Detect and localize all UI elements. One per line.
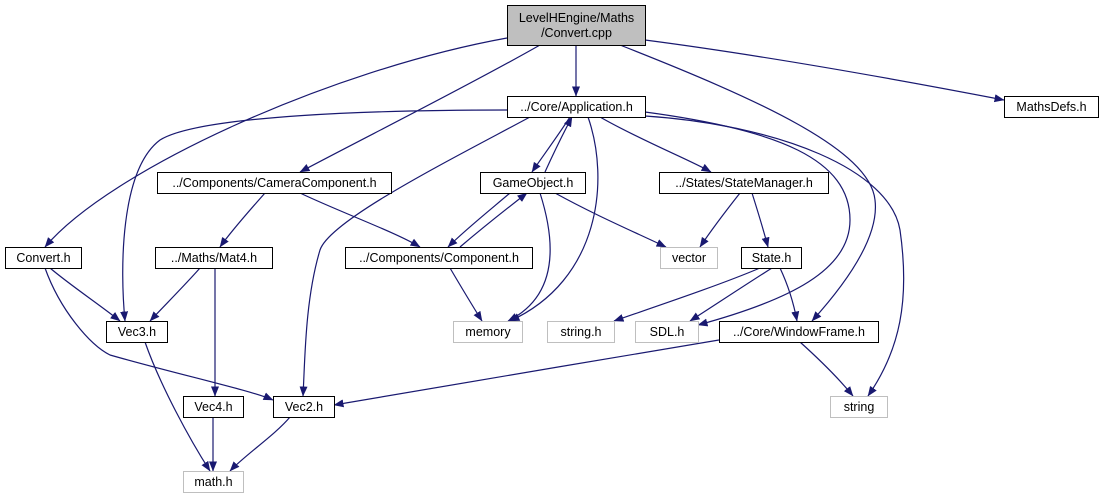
node-label: ../Core/Application.h bbox=[520, 100, 633, 114]
node-label: Convert.h bbox=[16, 251, 70, 265]
node-box bbox=[480, 172, 586, 194]
node-label: ../Maths/Mat4.h bbox=[171, 251, 257, 265]
edge-application-to-memory bbox=[509, 116, 599, 322]
node-label: ../States/StateManager.h bbox=[675, 176, 813, 190]
node-label: ../Components/CameraComponent.h bbox=[172, 176, 376, 190]
node-box bbox=[1004, 96, 1099, 118]
node-application[interactable]: ../Core/Application.h bbox=[507, 96, 646, 118]
edge-component-to-memory bbox=[449, 267, 483, 322]
node-sdl: SDL.h bbox=[635, 321, 699, 343]
node-box bbox=[719, 321, 879, 343]
edge-root-to-cameracomponent bbox=[299, 44, 541, 173]
node-box bbox=[659, 172, 829, 194]
edge-root-to-mathsdefs bbox=[644, 39, 1005, 103]
node-label: Vec4.h bbox=[194, 400, 232, 414]
edge-gameobject-to-component bbox=[447, 192, 511, 248]
node-label: SDL.h bbox=[650, 325, 685, 339]
node-box bbox=[453, 321, 523, 343]
node-box bbox=[345, 247, 533, 269]
edge-windowframe-to-vec2 bbox=[333, 339, 720, 408]
node-label: Vec3.h bbox=[118, 325, 156, 339]
edge-root-to-windowframe bbox=[619, 44, 876, 322]
edge-component-to-gameobject bbox=[459, 192, 528, 248]
node-label: State.h bbox=[752, 251, 792, 265]
node-box bbox=[5, 247, 82, 269]
node-label: Vec2.h bbox=[285, 400, 323, 414]
edge-application-to-vec3 bbox=[120, 109, 508, 322]
node-box bbox=[635, 321, 699, 343]
node-box bbox=[106, 321, 168, 343]
node-label: LevelHEngine/Maths bbox=[519, 11, 634, 25]
node-state[interactable]: State.h bbox=[741, 247, 802, 269]
node-label: ../Components/Component.h bbox=[359, 251, 519, 265]
edge-gameobject-to-vector bbox=[554, 192, 667, 248]
node-label: /Convert.cpp bbox=[541, 26, 612, 40]
node-vec2[interactable]: Vec2.h bbox=[273, 396, 335, 418]
edge-converth-to-vec3 bbox=[49, 267, 121, 322]
edge-application-to-sdl bbox=[644, 111, 851, 327]
node-mat4[interactable]: ../Maths/Mat4.h bbox=[155, 247, 273, 269]
node-windowframe[interactable]: ../Core/WindowFrame.h bbox=[719, 321, 879, 343]
node-label: math.h bbox=[194, 475, 232, 489]
node-box bbox=[547, 321, 615, 343]
edge-root-to-converth bbox=[44, 37, 508, 248]
edge-state-to-sdl bbox=[689, 267, 773, 322]
edge-gameobject-to-memory bbox=[507, 192, 551, 322]
edge-cameracomponent-to-mat4 bbox=[219, 192, 266, 248]
node-box bbox=[157, 172, 392, 194]
node-box bbox=[183, 396, 244, 418]
node-box bbox=[507, 96, 646, 118]
node-label: MathsDefs.h bbox=[1016, 100, 1086, 114]
node-box bbox=[741, 247, 802, 269]
nodes-layer: LevelHEngine/Maths/Convert.cpp ../Core/Ap… bbox=[5, 5, 1099, 493]
edge-statemanager-to-state bbox=[751, 192, 770, 248]
edge-vec2-to-mathh bbox=[229, 416, 291, 472]
node-root[interactable]: LevelHEngine/Maths/Convert.cpp bbox=[507, 5, 646, 46]
node-label: GameObject.h bbox=[493, 176, 574, 190]
edge-statemanager-to-vector bbox=[699, 192, 741, 248]
edge-cameracomponent-to-component bbox=[299, 192, 421, 248]
edge-gameobject-to-application bbox=[544, 116, 573, 173]
node-box bbox=[830, 396, 888, 418]
node-box bbox=[183, 471, 244, 493]
node-string: string bbox=[830, 396, 888, 418]
edge-application-to-gameobject bbox=[531, 116, 571, 173]
node-label: string.h bbox=[561, 325, 602, 339]
edge-converth-to-vec2 bbox=[44, 267, 274, 401]
edge-state-to-stringh bbox=[613, 267, 761, 322]
edge-mat4-to-vec3 bbox=[149, 267, 201, 322]
edges-layer bbox=[44, 37, 1005, 472]
node-label: ../Core/WindowFrame.h bbox=[733, 325, 865, 339]
node-gameobject[interactable]: GameObject.h bbox=[480, 172, 586, 194]
edge-application-to-statemanager bbox=[599, 116, 712, 173]
node-label: memory bbox=[465, 325, 511, 339]
node-box bbox=[660, 247, 718, 269]
node-memory: memory bbox=[453, 321, 523, 343]
edge-windowframe-to-string bbox=[799, 341, 854, 397]
node-vec4[interactable]: Vec4.h bbox=[183, 396, 244, 418]
node-vector: vector bbox=[660, 247, 718, 269]
node-cameracomponent[interactable]: ../Components/CameraComponent.h bbox=[157, 172, 392, 194]
node-converth[interactable]: Convert.h bbox=[5, 247, 82, 269]
node-box bbox=[155, 247, 273, 269]
node-box bbox=[273, 396, 335, 418]
node-statemanager[interactable]: ../States/StateManager.h bbox=[659, 172, 829, 194]
node-box bbox=[507, 5, 646, 46]
node-mathh: math.h bbox=[183, 471, 244, 493]
edge-vec3-to-mathh bbox=[144, 341, 211, 472]
node-label: string bbox=[844, 400, 875, 414]
node-stringh: string.h bbox=[547, 321, 615, 343]
edge-application-to-string bbox=[644, 115, 905, 397]
node-component[interactable]: ../Components/Component.h bbox=[345, 247, 533, 269]
edge-state-to-windowframe bbox=[779, 267, 800, 322]
node-mathsdefs[interactable]: MathsDefs.h bbox=[1004, 96, 1099, 118]
node-vec3[interactable]: Vec3.h bbox=[106, 321, 168, 343]
node-label: vector bbox=[672, 251, 706, 265]
edge-application-to-vec2 bbox=[299, 116, 531, 397]
